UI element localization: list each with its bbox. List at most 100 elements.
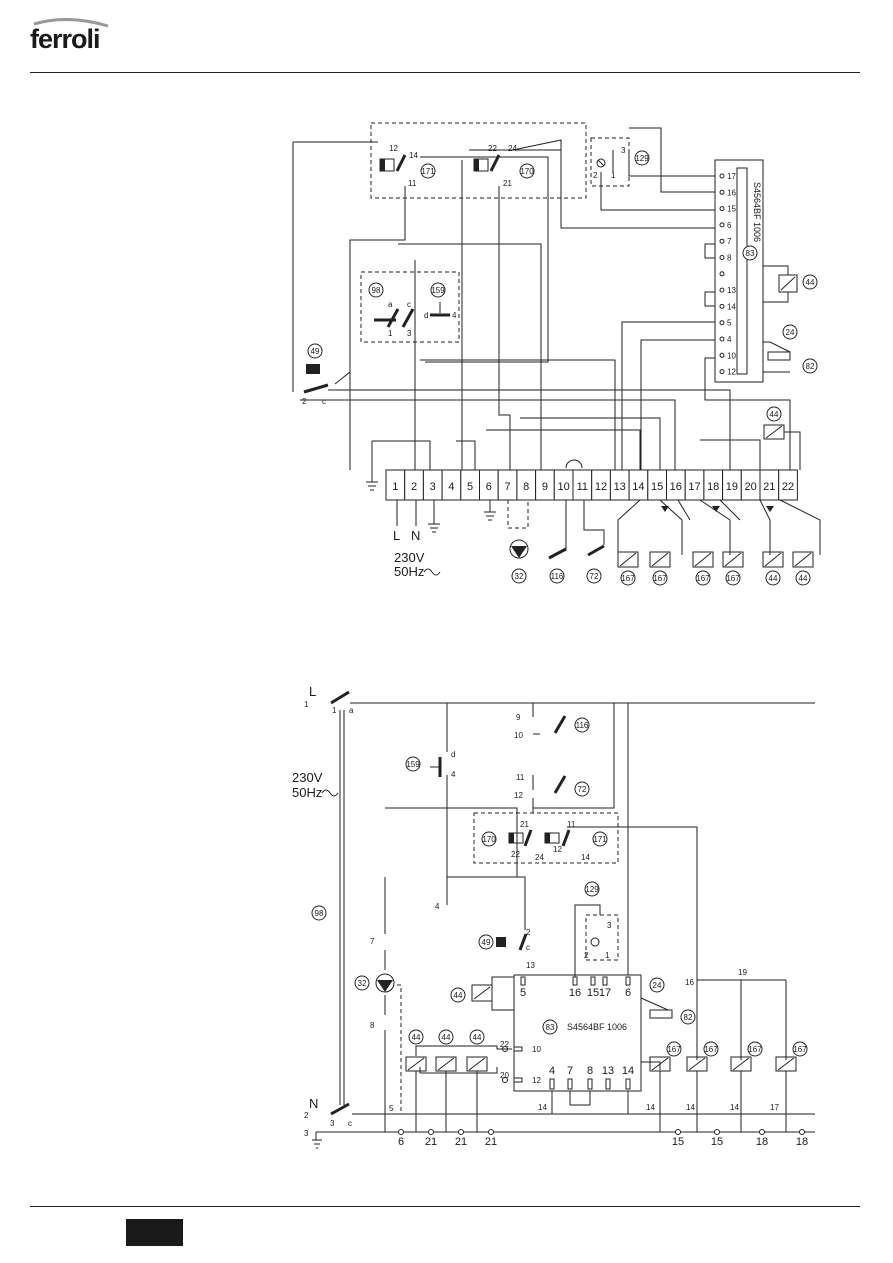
svg-text:83: 83 xyxy=(746,249,755,258)
terminal-label: 1 xyxy=(392,481,398,493)
svg-text:129: 129 xyxy=(635,154,649,163)
ref-129-circle xyxy=(634,150,650,166)
ferroli-logo: ferroli xyxy=(30,18,109,54)
terminal-label: 17 xyxy=(688,481,700,493)
svg-text:14: 14 xyxy=(409,151,418,160)
footer-rule xyxy=(30,1206,860,1207)
ref-72-circle xyxy=(586,568,602,584)
switch-72 xyxy=(587,544,605,557)
cu-side-pin: 10 xyxy=(532,1045,541,1054)
terminal-label: 13 xyxy=(614,481,626,493)
cu-side-ref: 22 xyxy=(500,1040,509,1049)
ref-159-circle xyxy=(430,282,446,298)
header-rule xyxy=(30,72,860,73)
cu-pin-label: 7 xyxy=(567,1065,573,1077)
bus-label: 14 xyxy=(538,1103,547,1112)
cu-pin xyxy=(719,303,725,309)
terminal-bottom-label: 21 xyxy=(425,1136,437,1148)
label-L: L xyxy=(393,528,400,543)
svg-text:d: d xyxy=(424,311,428,320)
terminal-label: 3 xyxy=(430,481,436,493)
cu-pin-label: 8 xyxy=(587,1065,593,1077)
cu-pin-label: 16 xyxy=(569,987,581,999)
svg-text:2: 2 xyxy=(526,928,531,937)
cu-pin-label: 16 xyxy=(727,188,736,197)
cu-pin-label: 14 xyxy=(727,302,736,311)
bus-label: 16 xyxy=(685,978,694,987)
control-unit-83-bottom xyxy=(513,974,642,1092)
terminal-label: 19 xyxy=(726,481,738,493)
cu-pin xyxy=(719,287,725,293)
coil-ref: 44 xyxy=(442,1033,451,1042)
svg-text:21: 21 xyxy=(520,820,529,829)
bus-label: 14 xyxy=(686,1103,695,1112)
ref-44-mid-circle xyxy=(766,406,782,422)
switch-116 xyxy=(548,547,567,560)
terminal-label: 7 xyxy=(504,481,510,493)
ref-44-circle xyxy=(802,274,818,290)
svg-text:24: 24 xyxy=(535,853,544,862)
cu-pin xyxy=(719,173,725,179)
svg-text:129: 129 xyxy=(585,885,599,894)
svg-text:2: 2 xyxy=(304,1111,309,1120)
cu-pin xyxy=(719,255,725,260)
ref-116-circle xyxy=(549,568,565,584)
terminal-label: 2 xyxy=(411,481,417,493)
terminal-label: 4 xyxy=(448,481,454,493)
cu-pin xyxy=(719,222,725,228)
cu-pin xyxy=(719,271,725,277)
svg-text:24: 24 xyxy=(786,328,795,337)
ref-83-circle xyxy=(742,245,758,261)
box-129 xyxy=(590,137,630,187)
terminal-label: 22 xyxy=(782,481,794,493)
svg-text:a: a xyxy=(388,300,393,309)
cu-pin-label: 4 xyxy=(549,1065,555,1077)
svg-text:116: 116 xyxy=(576,721,589,730)
svg-text:9: 9 xyxy=(516,713,521,722)
svg-text:2: 2 xyxy=(584,951,589,960)
svg-text:98: 98 xyxy=(315,909,324,918)
valve-ref: 167 xyxy=(726,574,740,583)
terminal-label: 8 xyxy=(523,481,529,493)
svg-text:44: 44 xyxy=(806,278,815,287)
valve-ref: 167 xyxy=(653,574,667,583)
cu-pin xyxy=(719,206,725,212)
svg-text:49: 49 xyxy=(311,347,320,356)
terminal-bottom-label: 15 xyxy=(672,1136,684,1148)
control-unit-83 xyxy=(714,159,764,383)
cu-pin-label: 12 xyxy=(727,368,736,377)
brand-name: ferroli xyxy=(30,24,100,54)
svg-text:c: c xyxy=(322,397,326,406)
svg-text:1: 1 xyxy=(332,706,337,715)
valve-ref-circle xyxy=(765,570,781,586)
svg-text:d: d xyxy=(451,750,455,759)
valve-ref-circle xyxy=(620,570,636,586)
ref-82-circle xyxy=(802,358,818,374)
svg-text:24: 24 xyxy=(653,981,662,990)
svg-text:14: 14 xyxy=(581,853,590,862)
svg-text:49: 49 xyxy=(482,938,491,947)
svg-text:116: 116 xyxy=(551,572,564,581)
terminal-label: 6 xyxy=(486,481,492,493)
svg-text:13: 13 xyxy=(526,961,535,970)
svg-text:S4564BF 1006: S4564BF 1006 xyxy=(567,1022,627,1032)
svg-text:2: 2 xyxy=(302,397,307,406)
relay-box-170-171 xyxy=(370,122,587,199)
cu-side-pin: 12 xyxy=(532,1076,541,1085)
control-unit-model: S4564BF 1006 xyxy=(752,182,762,242)
svg-text:32: 32 xyxy=(358,979,367,988)
svg-text:32: 32 xyxy=(515,572,524,581)
svg-text:170: 170 xyxy=(482,835,496,844)
valve-ref-circle xyxy=(695,570,711,586)
bus-label: 14 xyxy=(730,1103,739,1112)
svg-text:83: 83 xyxy=(546,1023,555,1032)
svg-text:3: 3 xyxy=(304,1129,309,1138)
switch-98-L xyxy=(330,690,350,705)
svg-text:3: 3 xyxy=(607,921,612,930)
svg-text:4: 4 xyxy=(452,311,457,320)
terminal-bottom-label: 15 xyxy=(711,1136,723,1148)
svg-text:c: c xyxy=(407,300,411,309)
svg-text:159: 159 xyxy=(406,760,420,769)
